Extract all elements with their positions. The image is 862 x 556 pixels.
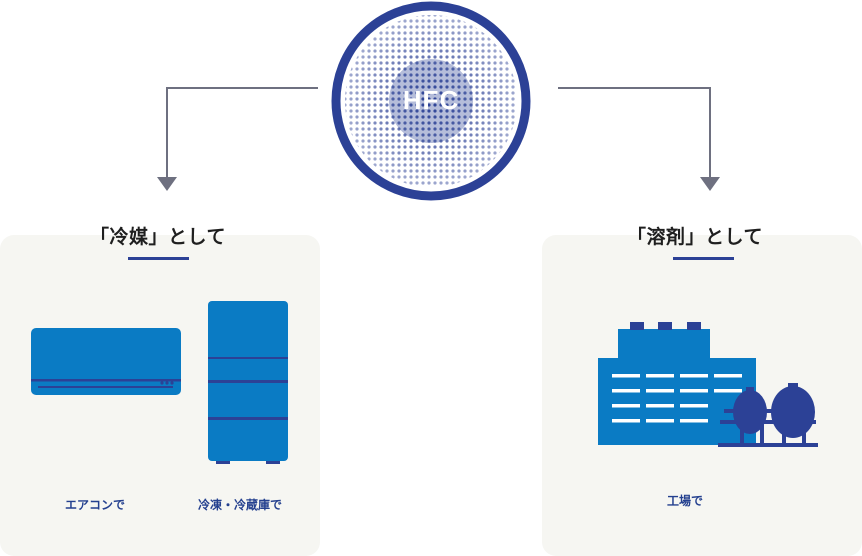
- arrow-right-head: [700, 177, 720, 191]
- air-conditioner-icon: [31, 328, 181, 395]
- refrigerator-icon: [208, 301, 288, 464]
- refrigerant-heading: 「冷媒」として: [90, 226, 226, 248]
- arrow-left: [166, 87, 318, 180]
- air-conditioner-caption: エアコンで: [64, 498, 125, 512]
- refrigerant-heading-underline: [128, 257, 189, 260]
- arrow-right: [558, 87, 711, 180]
- factory-caption: 工場で: [666, 494, 703, 508]
- refrigerator-caption: 冷凍・冷蔵庫で: [197, 498, 282, 512]
- solvent-heading: 「溶剤」として: [627, 226, 763, 248]
- factory-icon: [598, 322, 818, 447]
- hfc-circle: [331, 1, 531, 201]
- arrow-left-head: [157, 177, 177, 191]
- hfc-label: HFC: [402, 85, 460, 115]
- solvent-heading-underline: [673, 257, 734, 260]
